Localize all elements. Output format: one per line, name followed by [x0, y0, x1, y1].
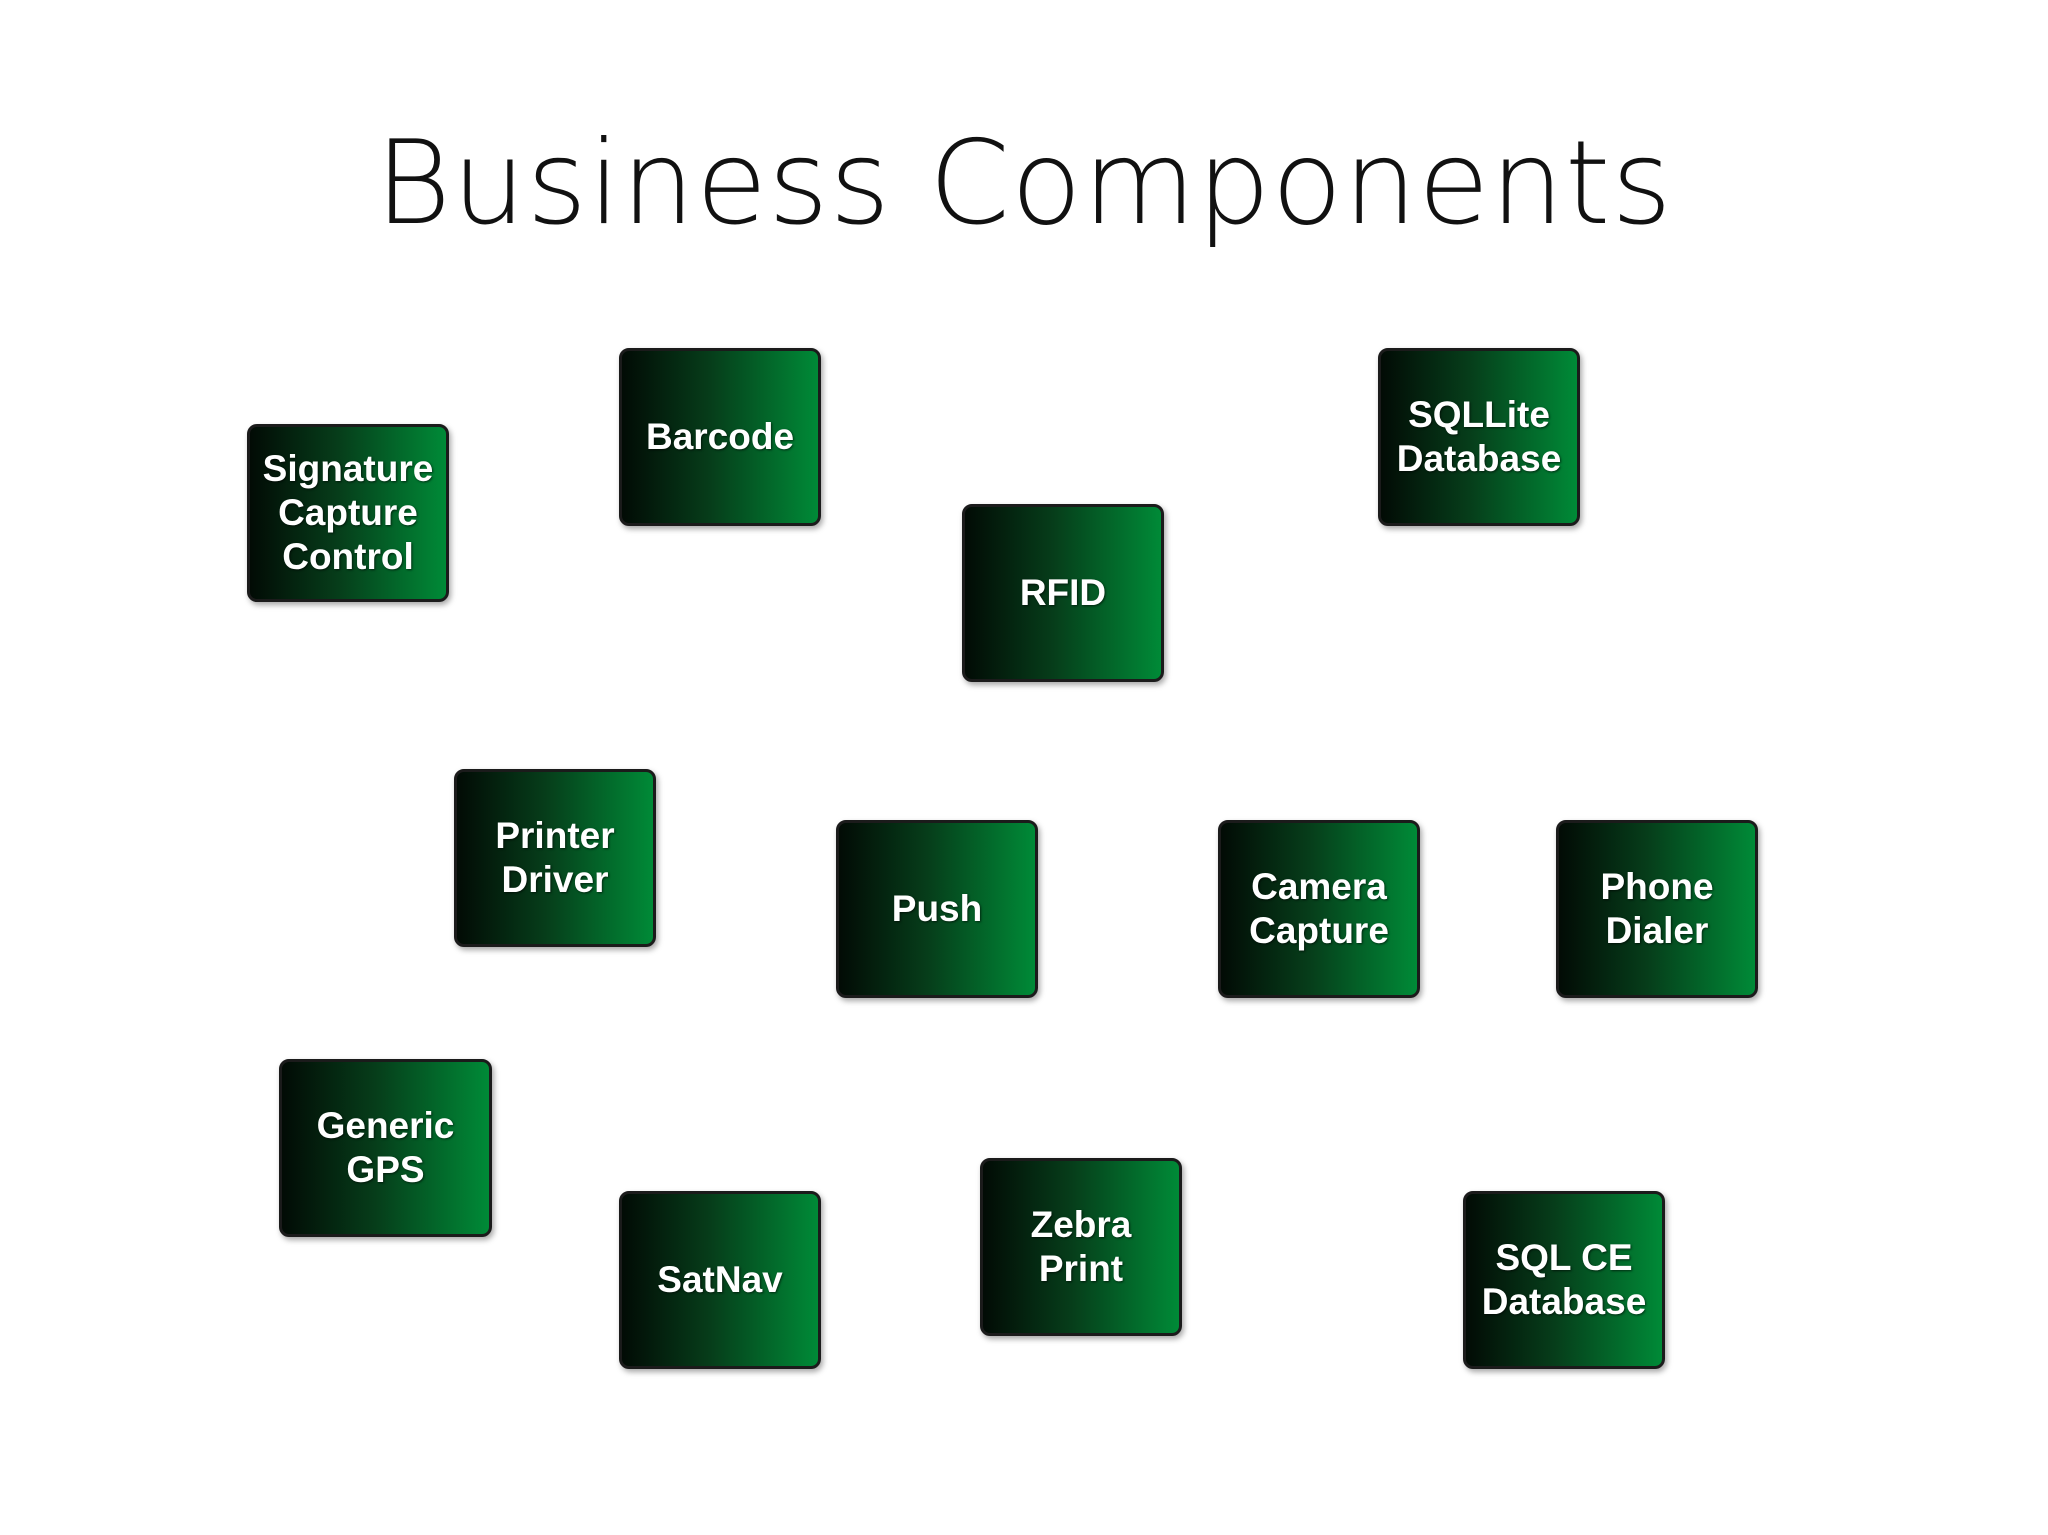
- tile-signature-capture-control: Signature Capture Control: [247, 424, 449, 602]
- tile-label: RFID: [1019, 572, 1107, 613]
- tile-label: Zebra Print: [1030, 1204, 1132, 1289]
- tile-camera-capture: Camera Capture: [1218, 820, 1420, 998]
- tile-label: Camera Capture: [1249, 866, 1389, 951]
- tile-label: SQL CE Database: [1481, 1237, 1647, 1322]
- slide-title: Business Components: [375, 116, 1673, 251]
- tile-label: Phone Dialer: [1600, 866, 1714, 951]
- tile-label: Push: [891, 888, 983, 929]
- tile-label: SQLLite Database: [1396, 394, 1562, 479]
- tile-printer-driver: Printer Driver: [454, 769, 656, 947]
- tile-phone-dialer: Phone Dialer: [1556, 820, 1758, 998]
- tile-sql-ce-database: SQL CE Database: [1463, 1191, 1665, 1369]
- tile-label: Generic GPS: [316, 1105, 455, 1190]
- tile-label: Printer Driver: [495, 815, 615, 900]
- tile-rfid: RFID: [962, 504, 1164, 682]
- tile-label: Signature Capture Control: [262, 448, 434, 577]
- tile-generic-gps: Generic GPS: [279, 1059, 492, 1237]
- tile-satnav: SatNav: [619, 1191, 821, 1369]
- tile-barcode: Barcode: [619, 348, 821, 526]
- tile-zebra-print: Zebra Print: [980, 1158, 1182, 1336]
- tile-sqllite-database: SQLLite Database: [1378, 348, 1580, 526]
- tile-label: SatNav: [657, 1259, 783, 1300]
- tile-label: Barcode: [645, 416, 795, 457]
- tile-push: Push: [836, 820, 1038, 998]
